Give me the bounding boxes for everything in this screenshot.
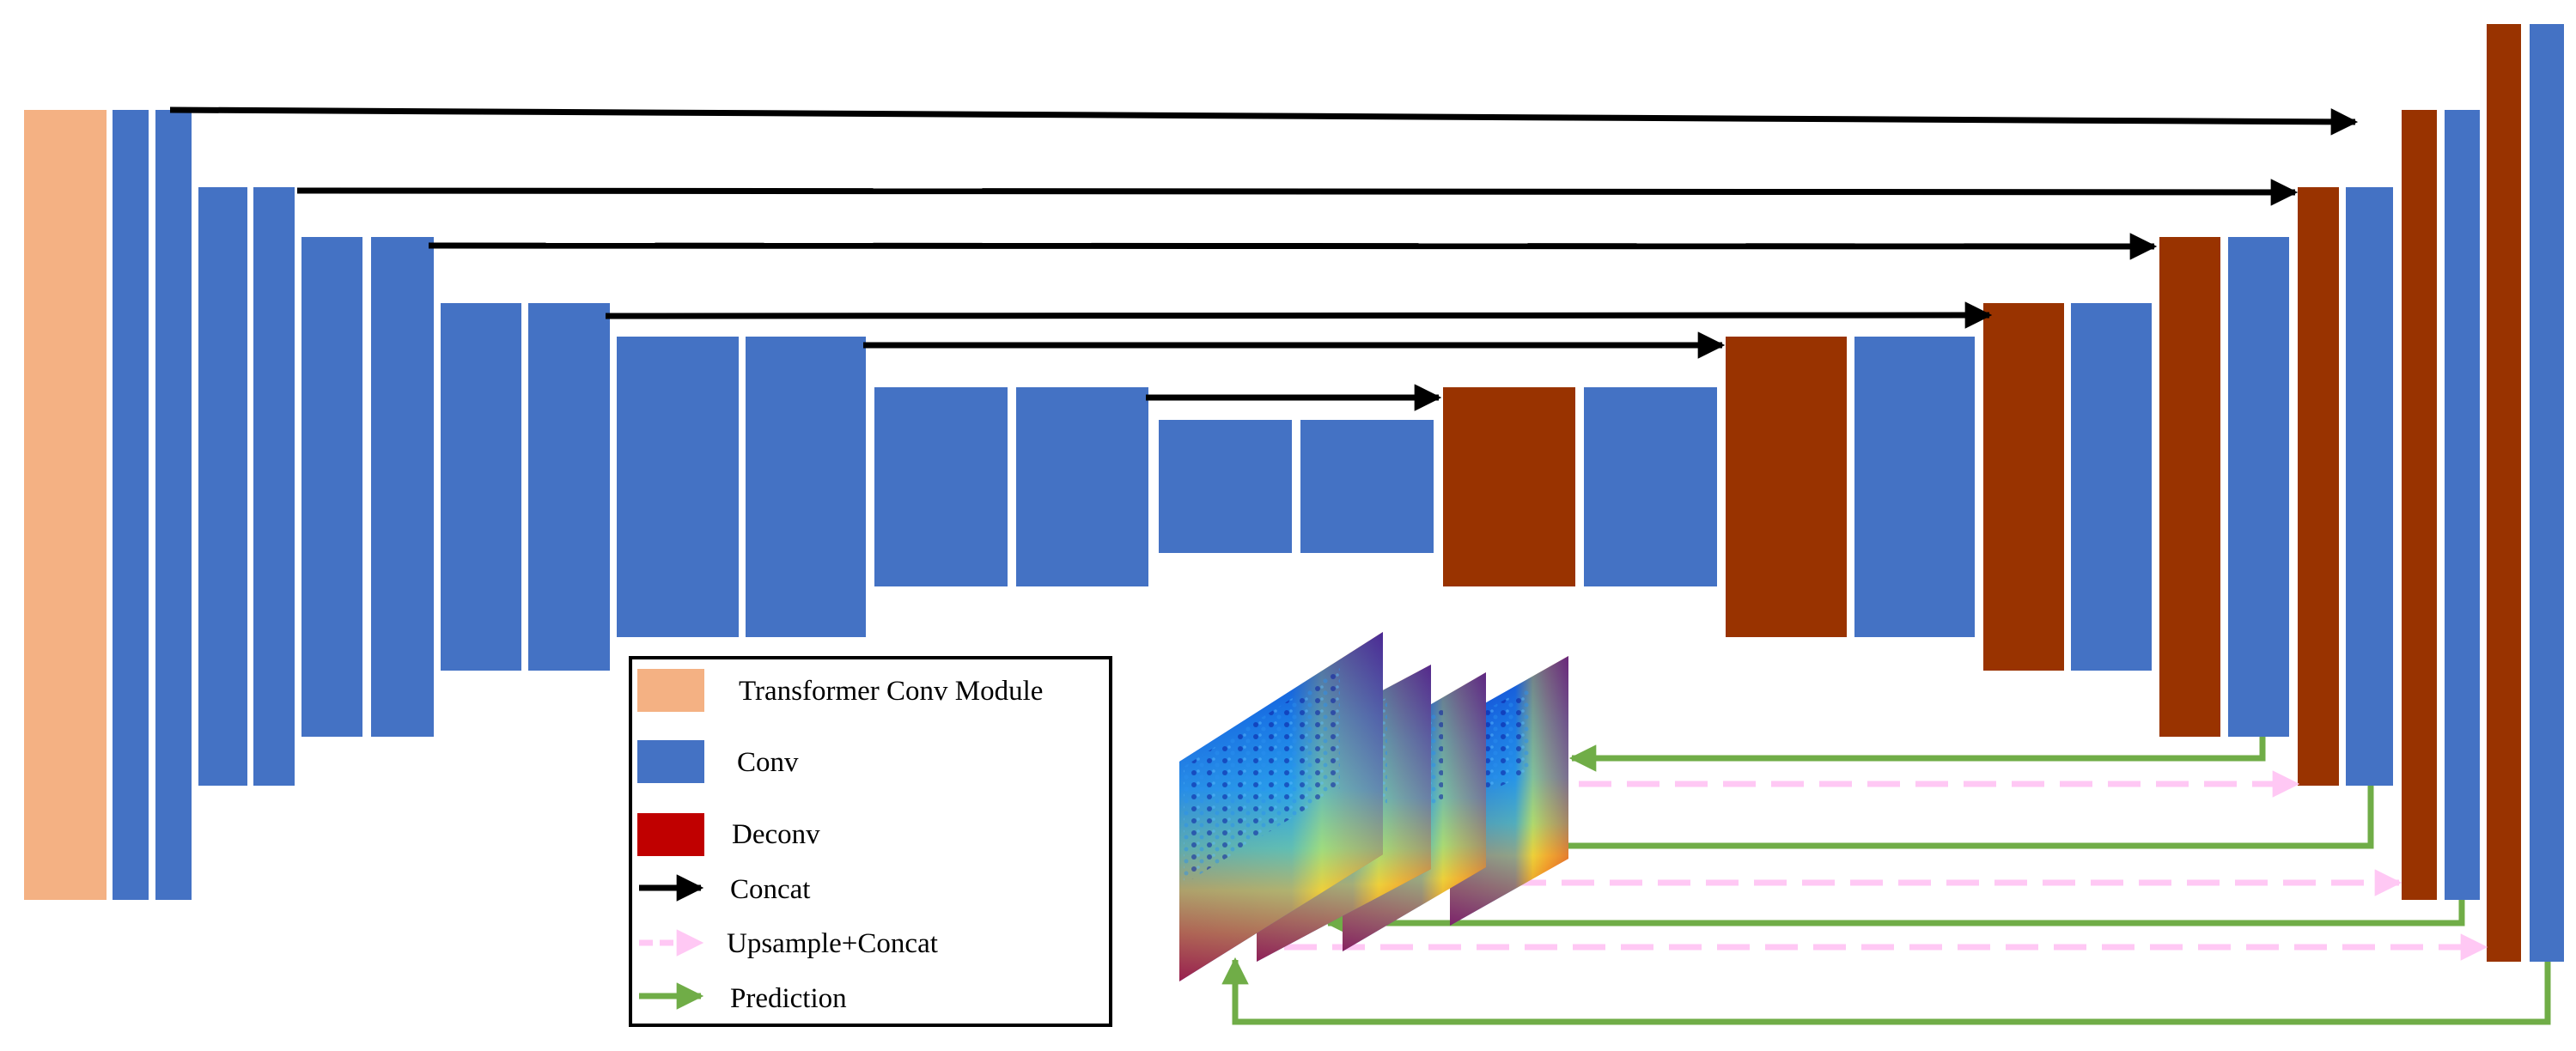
decoder-deconv-block [2487,24,2521,962]
encoder-conv-block [155,110,192,900]
encoder-conv-block [198,187,247,786]
encoder-conv-block [113,110,149,900]
prediction-arrow [1568,737,2266,772]
bottleneck-conv-block [1159,420,1292,553]
encoder-conv-block [441,303,521,671]
encoder-conv-block [617,337,739,637]
prediction-maps [1179,632,1568,981]
decoder-conv-block [1854,337,1975,637]
prediction-map [1179,632,1383,981]
decoder-deconv-block [1443,387,1575,586]
prediction-arrows [1221,737,2551,1025]
legend-label-conv: Conv [737,747,799,778]
encoder-conv-block [301,237,362,737]
legend-label-transformer: Transformer Conv Module [739,676,1043,707]
decoder-deconv-block [2159,237,2220,737]
decoder-deconv-block [1983,303,2064,671]
legend-swatch-transformer [637,669,704,712]
decoder-conv-block [2346,187,2393,786]
decoder-conv-block [2445,110,2480,900]
encoder-conv-block [746,337,866,637]
concat-arrows [169,106,2359,411]
decoder-conv-block [2228,237,2289,737]
bottleneck-conv-block [1300,420,1434,553]
decoder [1443,24,2564,962]
decoder-deconv-block [1726,337,1847,637]
encoder-conv-block [874,387,1008,586]
prediction-arrow [1436,786,2374,860]
legend-box [629,656,1112,1027]
decoder-deconv-block [2298,187,2339,786]
prediction-arrow [1325,900,2465,937]
legend-label-deconv: Deconv [732,819,820,850]
encoder-conv-block [1016,387,1148,586]
decoder-conv-block [1584,387,1717,586]
legend-label-concat: Concat [730,874,810,905]
legend-label-upsample-concat: Upsample+Concat [727,928,938,959]
concat-arrow [296,179,2299,206]
encoder-conv-block [371,237,434,737]
upsample-concat-arrows [1284,770,2488,961]
bottleneck [1159,420,1434,553]
legend: Transformer Conv Module Conv Deconv Conc… [629,656,1112,1027]
encoder-conv-block [253,187,295,786]
decoder-conv-block [2530,24,2564,962]
concat-arrow [169,106,2359,136]
legend-swatch-deconv [637,813,704,856]
concat-arrow [605,301,1993,329]
transformer-conv-module-block [24,110,107,900]
decoder-conv-block [2071,303,2152,671]
prediction-arrow [1221,957,2551,1025]
legend-label-prediction: Prediction [730,983,847,1014]
encoder-conv-block [528,303,610,671]
encoder [24,110,1148,900]
legend-swatch-conv [637,740,704,783]
decoder-deconv-block [2402,110,2437,900]
